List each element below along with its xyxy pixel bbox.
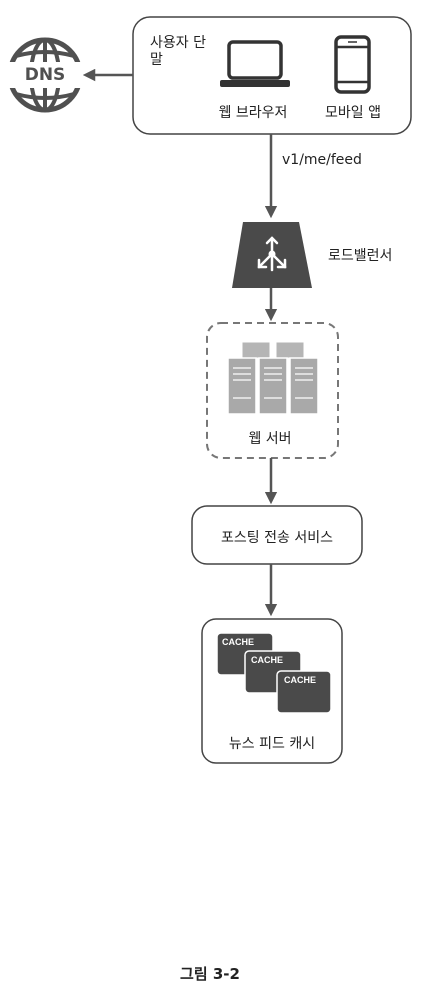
figure-caption: 그림 3-2 <box>180 965 240 983</box>
web-server-label: 웹 서버 <box>248 431 292 447</box>
fanout-service-label: 포스팅 전송 서비스 <box>221 530 333 546</box>
load-balancer-icon <box>232 222 312 288</box>
mobile-phone-icon <box>334 35 371 94</box>
client-title: 사용자 단말 <box>150 35 206 68</box>
dns-label: DNS <box>24 65 66 85</box>
mobile-app-label: 모바일 앱 <box>325 105 381 121</box>
web-browser-label: 웹 브라우저 <box>218 105 288 121</box>
cache-tile-3-label: CACHE <box>284 675 317 685</box>
cache-tile-2-label: CACHE <box>251 655 284 665</box>
cache-stack-icon <box>216 632 332 714</box>
cache-tile-3 <box>276 670 332 714</box>
dns-globe-icon <box>6 37 84 113</box>
server-stack-icon <box>227 341 319 415</box>
load-balancer-label: 로드밸런서 <box>328 248 393 264</box>
api-endpoint-label: v1/me/feed <box>282 152 362 168</box>
cache-tile-1-label: CACHE <box>222 637 255 647</box>
fanout-service-box <box>191 505 363 565</box>
news-feed-cache-label: 뉴스 피드 캐시 <box>228 736 316 752</box>
laptop-icon <box>220 40 290 87</box>
